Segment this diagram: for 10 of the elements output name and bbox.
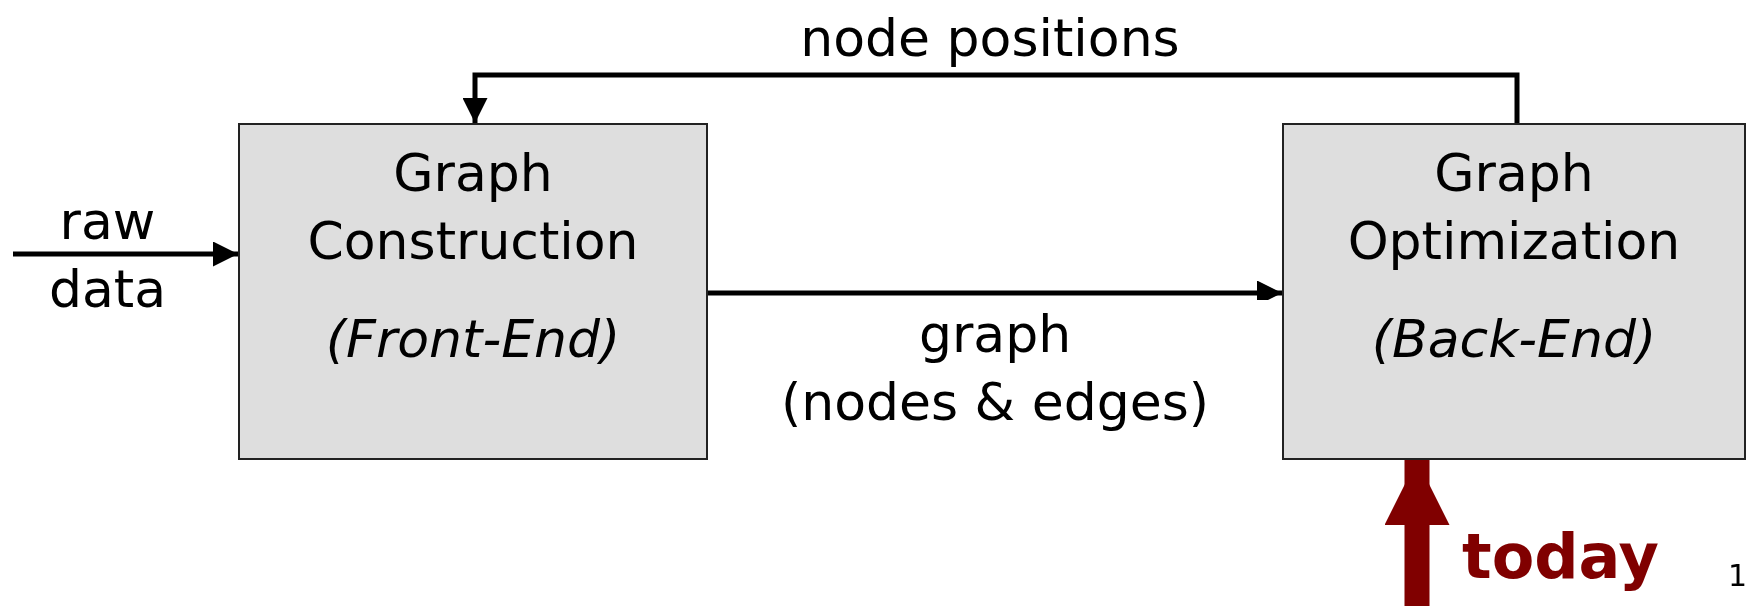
arrow [1384, 460, 1450, 606]
arrow [13, 241, 238, 267]
process-box [238, 123, 708, 460]
arrow [462, 72, 1520, 123]
box-subtitle: (Front-End) [325, 308, 621, 371]
box-title: Graph Optimization [1346, 142, 1682, 273]
box-title: Graph Construction [306, 142, 640, 273]
process-box [1282, 123, 1746, 460]
box-subtitle: (Back-End) [1371, 308, 1657, 371]
edge-label: raw data [47, 190, 168, 321]
